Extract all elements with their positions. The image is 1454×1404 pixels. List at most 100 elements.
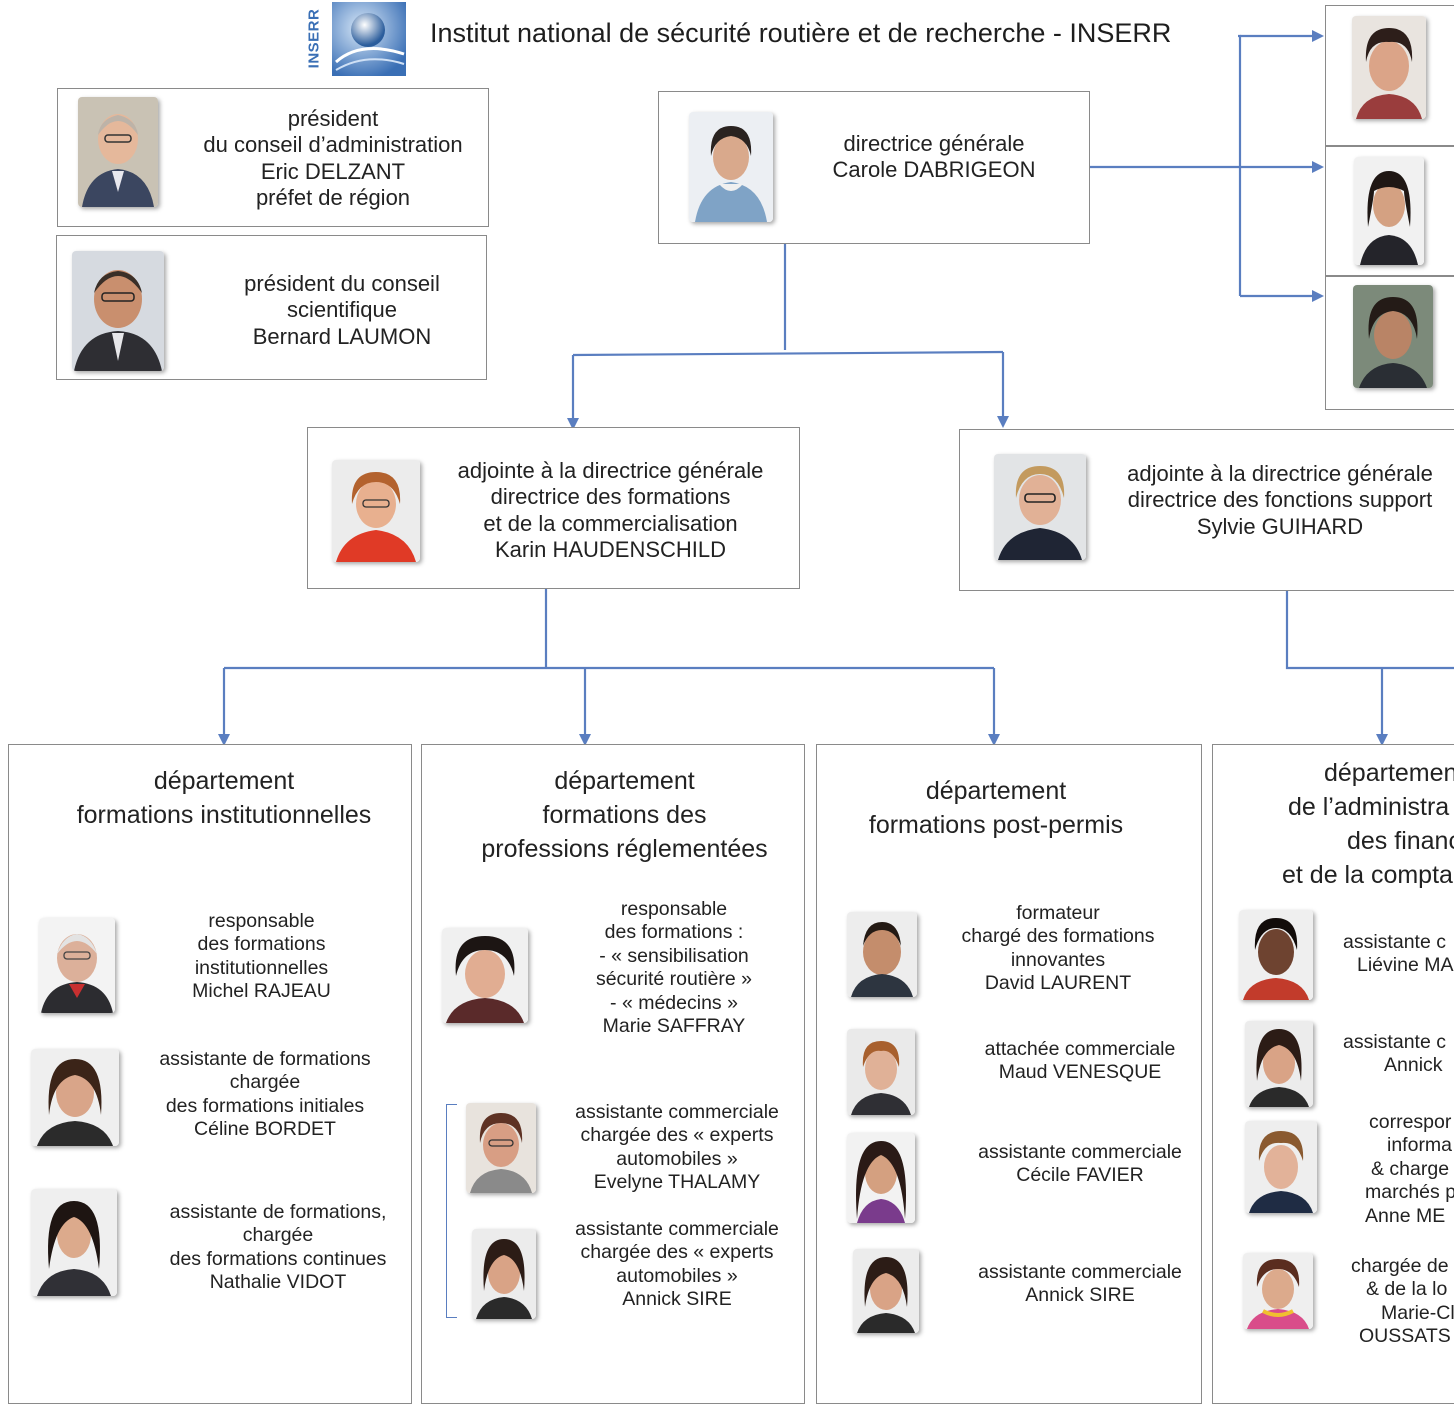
right-portrait-box-1 xyxy=(1325,5,1454,146)
president-ca-role: président xyxy=(287,106,379,131)
member-role: responsable xyxy=(620,898,728,920)
member-role-3: & charge xyxy=(1371,1157,1450,1180)
portrait-cecile-favier xyxy=(847,1133,915,1223)
member-name: Liévine MA xyxy=(1357,954,1454,977)
member-role-3: des formations initiales xyxy=(165,1094,365,1117)
president-cs-role-2: scientifique xyxy=(286,297,398,323)
member-role-2: informa xyxy=(1387,1134,1453,1157)
portrait-marie-saffray xyxy=(442,928,528,1023)
deputy-left-role: adjointe à la directrice générale xyxy=(457,458,764,483)
member-role-3: automobiles » xyxy=(616,1147,738,1170)
president-ca-title: préfet de région xyxy=(255,185,411,211)
portrait-sylvie-guihard xyxy=(994,454,1086,560)
portrait-michel-rajeau xyxy=(39,918,115,1013)
deputy-right-name: Sylvie GUIHARD xyxy=(1196,513,1364,539)
president-cs-name: Bernard LAUMON xyxy=(252,323,432,349)
member-name: Michel RAJEAU xyxy=(192,980,331,1003)
member-role: assistante de formations xyxy=(159,1048,371,1070)
dept-administration-box: départemen de l’administra des finance e… xyxy=(1212,744,1454,1404)
member-name: Annick SIRE xyxy=(622,1288,732,1311)
member-name: Anne ME xyxy=(1365,1204,1446,1227)
member-role-3: Marie-Cl xyxy=(1381,1301,1454,1324)
portrait-evelyne-thalamy xyxy=(466,1103,536,1193)
member-role-2: chargée xyxy=(229,1071,301,1094)
member-role-3: automobiles » xyxy=(616,1264,738,1287)
dept-title-2: de l’administra xyxy=(1288,793,1450,821)
president-cs-role: président du conseil xyxy=(244,271,440,296)
member-name: Annick SIRE xyxy=(1025,1284,1135,1307)
president-ca-box: président du conseil d’administration Er… xyxy=(57,88,489,227)
portrait-lievine xyxy=(1239,910,1313,1000)
right-portrait-box-2 xyxy=(1325,146,1454,276)
dept-reglementees-box: département formations des professions r… xyxy=(421,744,805,1404)
dept-title: départemen xyxy=(1324,759,1454,787)
dept-title: département xyxy=(925,777,1067,805)
member-role: chargée de xyxy=(1351,1255,1449,1277)
portrait-right-1 xyxy=(1352,16,1426,119)
deputy-support-box: adjointe à la directrice générale direct… xyxy=(959,429,1454,591)
dept-title-3: des finance xyxy=(1347,827,1454,855)
member-role: responsable xyxy=(208,910,315,932)
member-role-2: chargé des formations xyxy=(961,925,1155,948)
member-role-2: chargée des « experts xyxy=(580,1124,774,1147)
president-ca-name: Eric DELZANT xyxy=(260,158,406,184)
member-name: Maud VENESQUE xyxy=(998,1061,1162,1084)
member-name: Annick xyxy=(1384,1054,1443,1077)
dept-title: département xyxy=(554,767,695,795)
member-role: assistante commerciale xyxy=(978,1141,1182,1163)
member-role: assistante commerciale xyxy=(575,1101,779,1123)
member-name: OUSSATS xyxy=(1359,1325,1451,1348)
deputy-left-role-3: et de la commercialisation xyxy=(483,510,738,536)
member-role: assistante c xyxy=(1343,1031,1446,1053)
portrait-maud-venesque xyxy=(847,1029,915,1115)
president-cs-box: président du conseil scientifique Bernar… xyxy=(56,235,487,380)
member-role-4: sécurité routière » xyxy=(595,968,753,991)
portrait-annick xyxy=(1245,1021,1313,1107)
portrait-annick-sire-2 xyxy=(853,1249,919,1333)
dept-title-2: formations des xyxy=(542,801,707,829)
inserr-logo: INSERR xyxy=(305,0,408,78)
page-title: Institut national de sécurité routière e… xyxy=(430,18,1172,48)
portrait-celine-bordet xyxy=(31,1049,119,1146)
portrait-anne xyxy=(1245,1121,1317,1213)
portrait-right-3 xyxy=(1353,285,1433,388)
portrait-marie-cl xyxy=(1243,1253,1313,1329)
portrait-david-laurent xyxy=(847,912,917,997)
group-bracket xyxy=(446,1104,457,1318)
portrait-right-2 xyxy=(1354,157,1424,265)
dg-role: directrice générale xyxy=(843,131,1025,156)
member-role: assistante c xyxy=(1343,931,1446,953)
portrait-nathalie-vidot xyxy=(31,1189,117,1296)
member-role: formateur xyxy=(1016,902,1100,924)
dg-name: Carole DABRIGEON xyxy=(832,157,1036,183)
deputy-right-role-2: directrice des fonctions support xyxy=(1127,487,1433,513)
logo-text: INSERR xyxy=(305,8,323,69)
dept-title-2: formations institutionnelles xyxy=(76,801,372,829)
member-role-4: marchés p xyxy=(1365,1181,1454,1204)
deputy-left-role-2: directrice des formations xyxy=(490,484,731,510)
member-name: Cécile FAVIER xyxy=(1016,1164,1144,1187)
dept-title: département xyxy=(153,767,295,795)
member-role-2: chargée des « experts xyxy=(580,1241,774,1264)
member-role-2: des formations : xyxy=(604,921,744,944)
deputy-right-role: adjointe à la directrice générale xyxy=(1127,461,1433,486)
portrait-annick-sire xyxy=(472,1229,536,1319)
dept-title-3: professions réglementées xyxy=(481,835,768,863)
right-portrait-box-3 xyxy=(1325,276,1454,410)
member-role-3: - « sensibilisation xyxy=(599,944,749,967)
president-ca-role-2: du conseil d’administration xyxy=(203,132,463,158)
directrice-generale-box: directrice générale Carole DABRIGEON xyxy=(658,91,1090,244)
member-name: Nathalie VIDOT xyxy=(209,1271,347,1294)
member-role: attachée commerciale xyxy=(984,1038,1176,1060)
member-role-3: des formations continues xyxy=(169,1247,387,1270)
member-role-5: - « médecins » xyxy=(610,991,738,1014)
member-name: Céline BORDET xyxy=(194,1118,336,1141)
member-role: assistante de formations, xyxy=(169,1201,387,1223)
member-role-3: institutionnelles xyxy=(194,956,329,979)
member-role-2: chargée xyxy=(242,1224,314,1247)
portrait-eric-delzant xyxy=(78,97,158,207)
member-role-2: & de la lo xyxy=(1366,1278,1448,1301)
deputy-formations-box: adjointe à la directrice générale direct… xyxy=(307,427,800,589)
dept-title-2: formations post-permis xyxy=(868,811,1124,839)
